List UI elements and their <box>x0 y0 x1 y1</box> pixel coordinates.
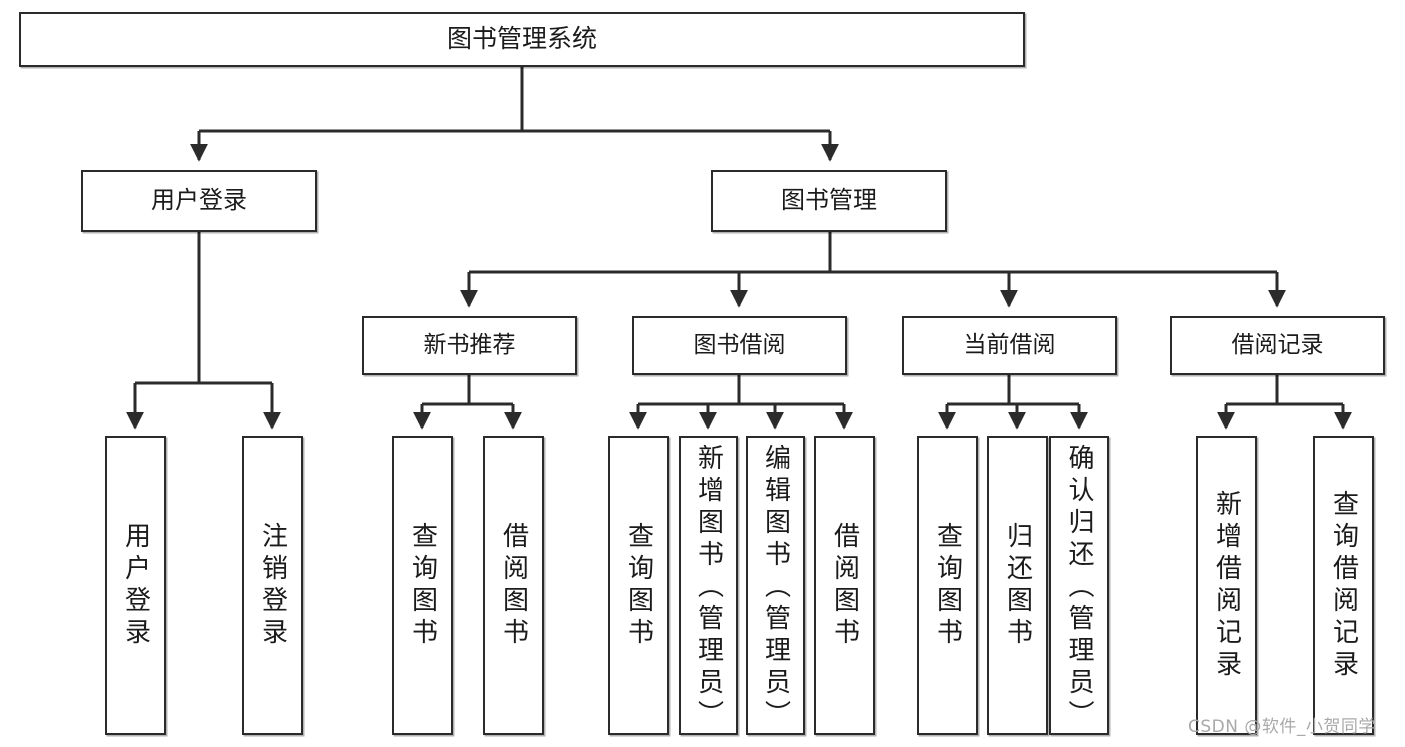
leaf-add-borrow-record[interactable]: 新增借阅记录 <box>1196 436 1257 735</box>
leaf-borrow-book[interactable]: 借阅图书 <box>814 436 875 735</box>
leaf-return-book[interactable]: 归还图书 <box>987 436 1048 735</box>
node-current-borrow[interactable]: 当前借阅 <box>902 316 1117 375</box>
node-label: 借阅图书 <box>498 521 529 650</box>
node-label: 图书管理系统 <box>446 24 597 54</box>
node-borrow-record[interactable]: 借阅记录 <box>1170 316 1385 375</box>
leaf-query-book-borrow[interactable]: 查询图书 <box>608 436 669 735</box>
leaf-confirm-return-admin[interactable]: 确认归还（管理员） <box>1049 436 1109 735</box>
leaf-query-borrow-record[interactable]: 查询借阅记录 <box>1313 436 1374 735</box>
node-label: 用户登录 <box>120 521 151 650</box>
node-label: 注销登录 <box>257 521 288 650</box>
node-label: 借阅记录 <box>1231 332 1324 359</box>
node-label: 归还图书 <box>1002 521 1033 650</box>
node-label: 新书推荐 <box>423 332 516 359</box>
node-label: 图书管理 <box>781 186 877 215</box>
node-label: 编辑图书（管理员） <box>760 444 791 732</box>
node-book-management[interactable]: 图书管理 <box>711 170 947 232</box>
node-book-borrow[interactable]: 图书借阅 <box>632 316 847 375</box>
leaf-add-book-admin[interactable]: 新增图书（管理员） <box>679 436 738 735</box>
node-new-book-recommend[interactable]: 新书推荐 <box>362 316 577 375</box>
node-root-book-management-system[interactable]: 图书管理系统 <box>19 12 1025 67</box>
leaf-query-book-current[interactable]: 查询图书 <box>917 436 978 735</box>
node-label: 新增借阅记录 <box>1211 489 1242 682</box>
node-label: 用户登录 <box>151 186 247 215</box>
leaf-borrow-book-recommend[interactable]: 借阅图书 <box>483 436 544 735</box>
node-label: 查询图书 <box>623 521 654 650</box>
node-label: 图书借阅 <box>693 332 786 359</box>
leaf-query-book-recommend[interactable]: 查询图书 <box>392 436 453 735</box>
node-user-login[interactable]: 用户登录 <box>81 170 317 232</box>
leaf-user-login[interactable]: 用户登录 <box>105 436 166 735</box>
node-label: 查询借阅记录 <box>1328 489 1359 682</box>
leaf-edit-book-admin[interactable]: 编辑图书（管理员） <box>746 436 805 735</box>
node-label: 查询图书 <box>407 521 438 650</box>
node-label: 新增图书（管理员） <box>693 444 724 732</box>
leaf-logout[interactable]: 注销登录 <box>242 436 303 735</box>
node-label: 借阅图书 <box>829 521 860 650</box>
node-label: 查询图书 <box>932 521 963 650</box>
node-label: 当前借阅 <box>963 332 1056 359</box>
node-label: 确认归还（管理员） <box>1064 444 1094 732</box>
